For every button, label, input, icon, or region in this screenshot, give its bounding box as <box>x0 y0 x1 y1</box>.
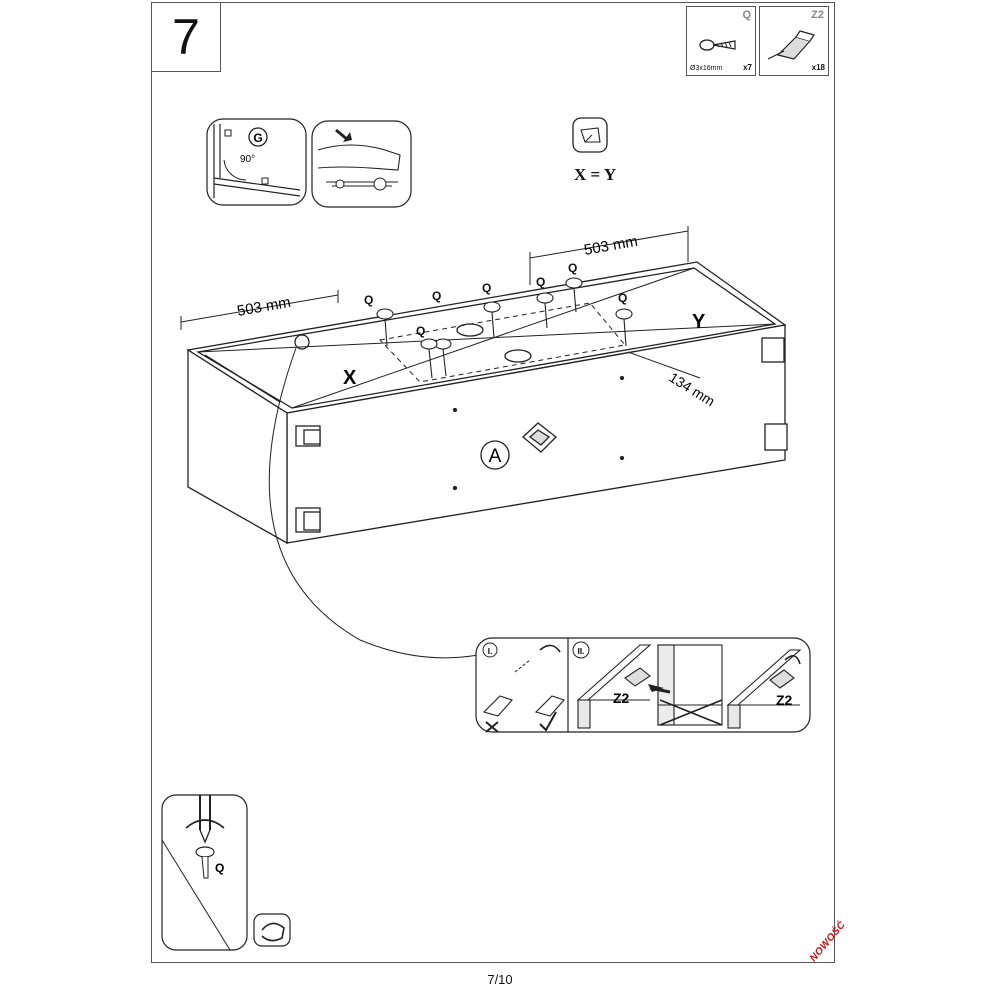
step-number: 7 <box>151 2 221 72</box>
step-two-label: II. <box>578 647 585 656</box>
measuring-tape-icon <box>572 117 608 153</box>
detail-corner-bracket: G 90° <box>206 118 307 206</box>
detail-connector-steps: I. II. Z2 Z2 <box>475 637 811 733</box>
diagonal-y-label: Y <box>692 311 706 333</box>
part-qty: x18 <box>811 63 825 72</box>
detail-screwdriver: Q <box>161 794 248 951</box>
part-z2-box: Z2 x18 <box>759 6 829 76</box>
screw-q-label: Q <box>536 275 545 289</box>
page-number: 7/10 <box>487 972 513 987</box>
part-q-box: Q Ø3x16mm x7 <box>686 6 756 76</box>
screw-q-label: Q <box>432 289 441 303</box>
part-spec: Ø3x16mm <box>690 65 723 72</box>
part-id: Z2 <box>811 9 824 21</box>
step-one-label: I. <box>488 647 492 656</box>
rotate-icon <box>253 913 291 947</box>
dimension-lines <box>180 226 701 379</box>
diagonal-equal-note: X = Y <box>574 165 617 184</box>
screw-q-label: Q <box>364 293 373 307</box>
corner-bracket-icon <box>767 30 815 60</box>
detail-hand-press <box>311 120 412 208</box>
screw-q-label: Q <box>618 291 627 305</box>
part-label-g: G <box>253 131 262 145</box>
dimension-right: 503 mm <box>583 233 639 259</box>
screw-markers <box>376 277 633 379</box>
cabinet-drawing <box>186 261 788 659</box>
screw-q-label: Q <box>215 861 224 875</box>
page-frame <box>151 2 835 963</box>
z2-label: Z2 <box>613 690 630 706</box>
part-id: Q <box>742 9 751 21</box>
panel-a-label: A <box>489 446 502 467</box>
diagonal-x-label: X <box>343 367 357 389</box>
dimension-left: 503 mm <box>236 294 292 320</box>
screw-q-label: Q <box>416 324 425 338</box>
part-qty: x7 <box>743 63 752 72</box>
screw-icon <box>699 39 736 51</box>
z2-label: Z2 <box>776 692 793 708</box>
screw-q-label: Q <box>482 281 491 295</box>
screw-q-label: Q <box>568 261 577 275</box>
panel-a-marker <box>480 440 510 470</box>
angle-label: 90° <box>240 154 255 165</box>
